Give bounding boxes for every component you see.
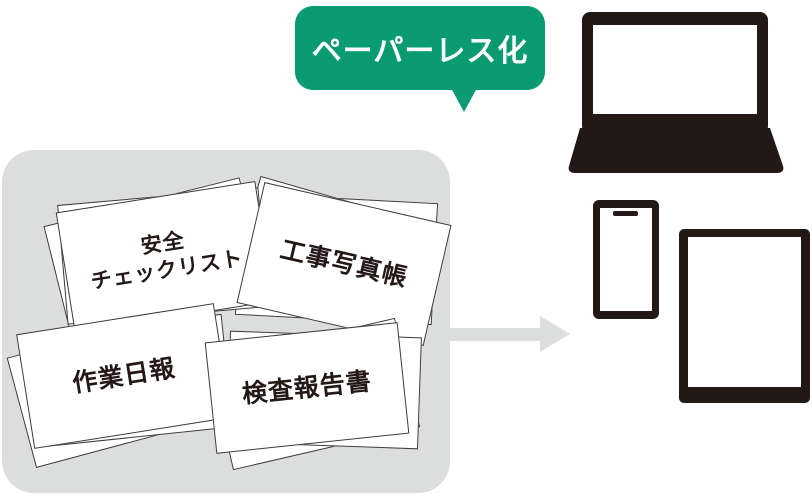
smartphone-screen <box>600 208 652 311</box>
speech-bubble-icon: ペーパーレス化 <box>295 6 545 90</box>
tablet-screen <box>688 237 801 387</box>
paper-label: 工事写真帳 <box>277 235 411 293</box>
paper-label: 作業日報 <box>70 353 178 398</box>
speech-bubble-tail <box>451 88 477 112</box>
arrow-right-icon <box>448 316 570 352</box>
paper-label: 検査報告書 <box>240 367 374 409</box>
paper-inspection-report: 検査報告書 <box>204 322 410 454</box>
bubble-label: ペーパーレス化 <box>311 35 529 68</box>
smartphone-icon <box>593 200 659 319</box>
tablet-icon <box>679 229 810 403</box>
laptop-icon <box>568 12 784 173</box>
smartphone-speaker <box>613 211 638 216</box>
